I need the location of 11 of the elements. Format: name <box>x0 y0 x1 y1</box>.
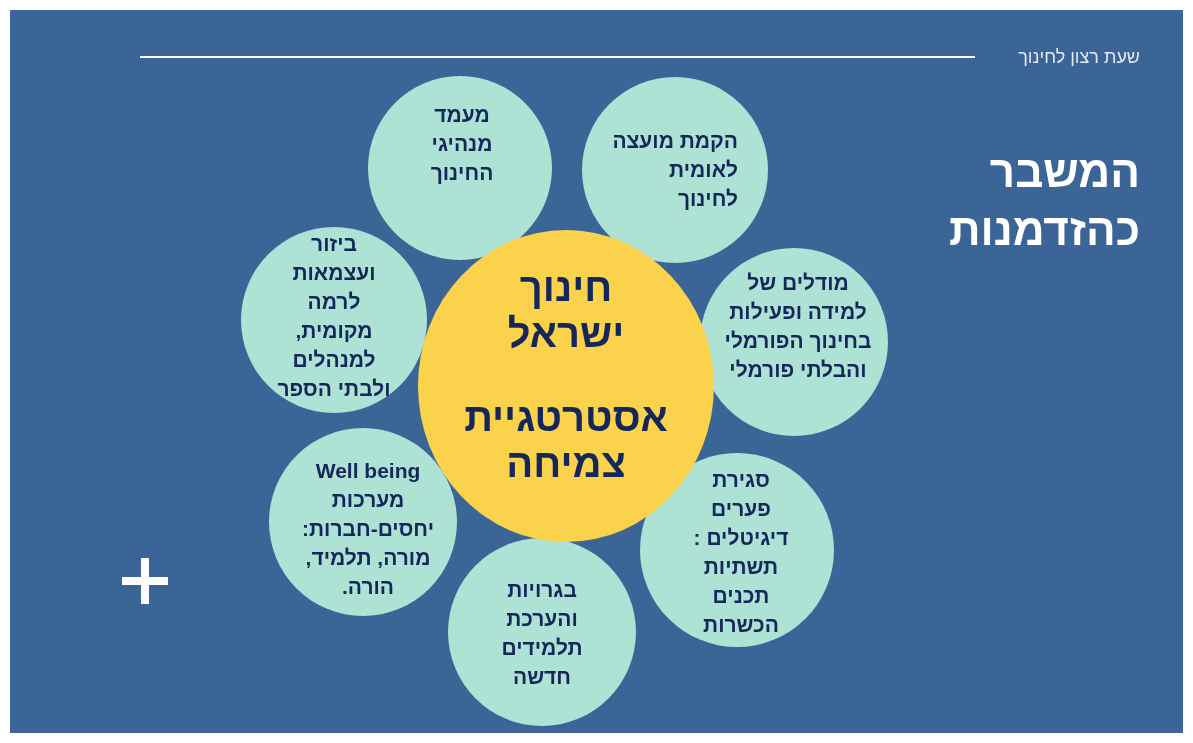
topic-text: מודלים של למידה ופעילות בחינוך הפורמלי והבלתי פורמלי <box>723 270 873 383</box>
center-heading: אסטרטגיית צמיחה <box>463 394 669 486</box>
topic-text: ביזור ועצמאות לרמה מקומית, למנהלים ולבתי הספר <box>276 231 392 402</box>
header-text: שעת רצון לחינוך <box>1018 46 1140 69</box>
topic-text: הקמת מועצה לאומית לחינוך <box>611 128 738 212</box>
topic-text: סגירת פערים דיגיטלים : תשתיות תכנים הכשרות <box>692 467 790 638</box>
topic-text: Well being מערכות יחסים-חברות: מורה, תלמיד, הורה. <box>301 458 435 600</box>
center-heading: חינוך ישראל <box>506 264 626 356</box>
topic-text: בגרויות והערכת תלמידים חדשה <box>500 577 584 690</box>
slide-title: המשבר כהזדמנות <box>947 146 1140 256</box>
topic-text: מעמד מנהיגי החינוך <box>429 102 495 186</box>
